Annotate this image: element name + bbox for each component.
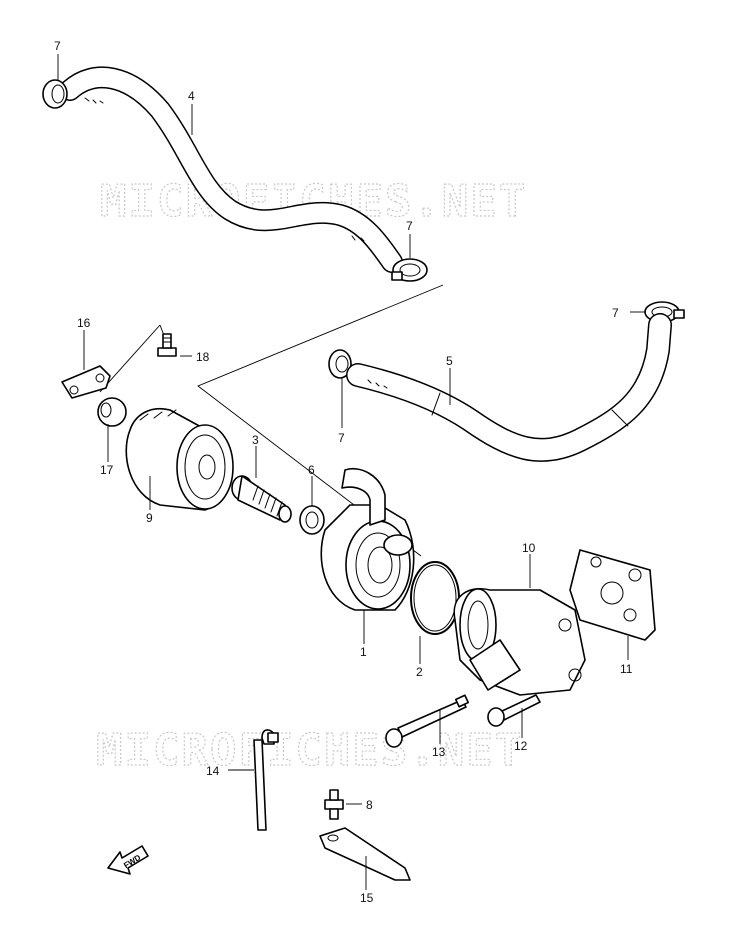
callout-12: 12 — [514, 739, 528, 753]
gasket — [569, 549, 656, 641]
callout-2: 2 — [416, 665, 423, 679]
callouts: 7 4 7 7 16 18 5 7 3 6 17 9 10 1 2 11 13 … — [54, 39, 633, 905]
leader-lines — [57, 54, 646, 890]
upper-hose — [59, 66, 403, 273]
housing — [453, 588, 586, 696]
hose-clamp-b — [391, 258, 428, 282]
callout-13: 13 — [432, 745, 446, 759]
callout-8: 8 — [366, 798, 373, 812]
bolt-18 — [157, 333, 177, 357]
bolt-8 — [324, 789, 344, 820]
hose-clamp-d — [328, 349, 352, 379]
lower-hose — [346, 313, 672, 462]
callout-4: 4 — [188, 89, 195, 103]
long-bolt — [385, 694, 470, 748]
oil-filter — [125, 408, 234, 511]
callout-14: 14 — [206, 764, 220, 778]
union-bolt — [231, 475, 292, 523]
callout-5: 5 — [446, 354, 453, 368]
callout-7d: 7 — [338, 431, 345, 445]
hose-guide — [253, 729, 279, 831]
o-ring — [410, 561, 460, 635]
callout-7a: 7 — [54, 39, 61, 53]
callout-1: 1 — [360, 645, 367, 659]
callout-11: 11 — [620, 662, 633, 676]
hose-clamp-a — [42, 79, 68, 109]
callout-3: 3 — [252, 433, 259, 447]
callout-6: 6 — [308, 463, 315, 477]
fwd-arrow-icon: FWD — [107, 845, 149, 875]
callout-15: 15 — [360, 891, 374, 905]
watermark-bottom: MICROFICHES.NET — [96, 725, 523, 776]
bolt-12 — [487, 694, 541, 727]
callout-9: 9 — [146, 511, 153, 525]
callout-16: 16 — [77, 316, 91, 330]
oil-cooler — [320, 468, 415, 611]
grommet — [97, 397, 127, 427]
callout-7b: 7 — [406, 219, 413, 233]
callout-17: 17 — [100, 463, 114, 477]
washer — [299, 505, 325, 535]
callout-18: 18 — [196, 350, 210, 364]
plate — [319, 827, 411, 881]
bracket — [61, 365, 111, 399]
callout-10: 10 — [522, 541, 536, 555]
callout-7c: 7 — [612, 306, 619, 320]
